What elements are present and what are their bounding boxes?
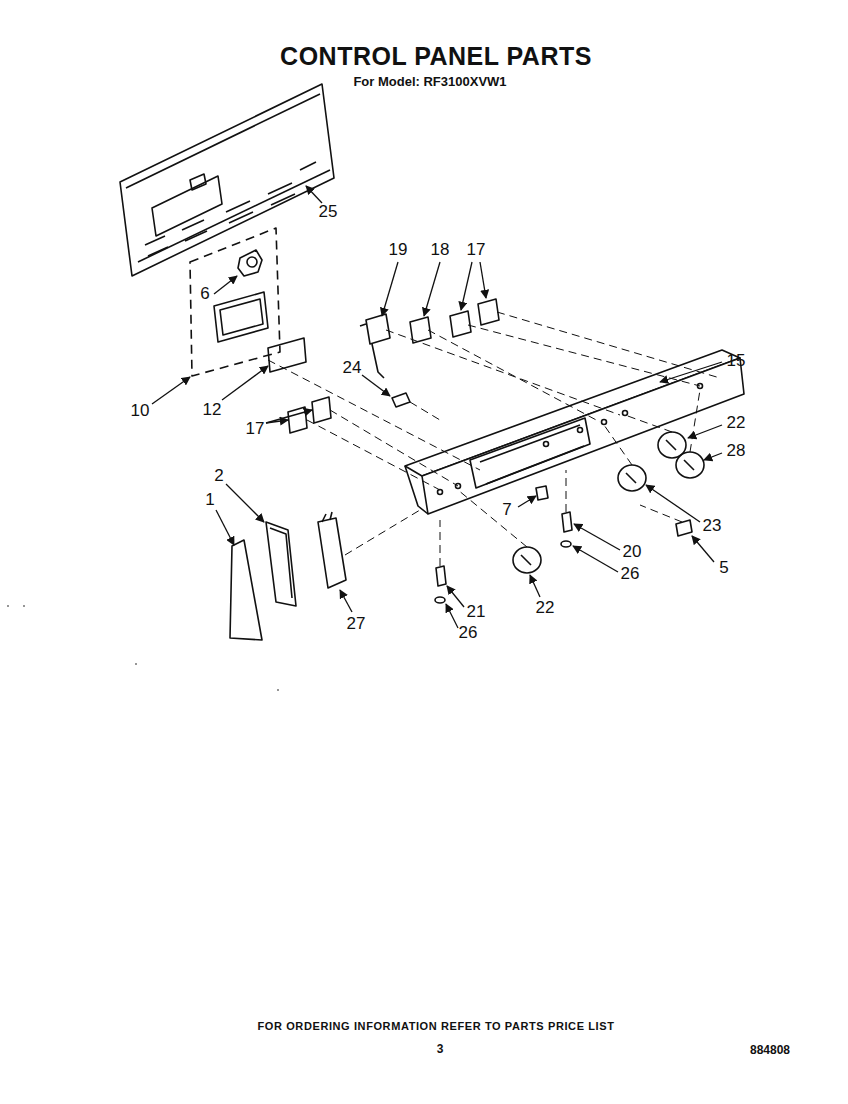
callout-number: 22 <box>536 599 555 618</box>
page-number: 3 <box>437 1043 444 1056</box>
callout-number: 28 <box>727 442 746 461</box>
callout-number: 6 <box>200 285 209 304</box>
model-number: For Model: RF3100XVW1 <box>353 75 506 89</box>
footer-note: FOR ORDERING INFORMATION REFER TO PARTS … <box>258 1020 615 1032</box>
callout-number: 21 <box>467 603 486 622</box>
callout-number: 26 <box>621 565 640 584</box>
callout-number: 26 <box>459 624 478 643</box>
callout-number: 19 <box>389 241 408 260</box>
diagram-title: CONTROL PANEL PARTS <box>280 43 592 71</box>
drawing-number: 884808 <box>750 1044 790 1057</box>
callout-number: 17 <box>467 241 486 260</box>
callout-number: 27 <box>347 615 366 634</box>
callout-number: 18 <box>431 241 450 260</box>
callout-number: 20 <box>623 543 642 562</box>
callout-number: 2 <box>214 467 223 486</box>
callout-number: 1 <box>205 491 214 510</box>
callout-number: 25 <box>319 203 338 222</box>
callout-number: 10 <box>131 402 150 421</box>
callout-number: 12 <box>203 401 222 420</box>
callout-number: 7 <box>502 501 511 520</box>
callout-number: 23 <box>703 517 722 536</box>
callout-number: 15 <box>727 352 746 371</box>
callout-number: 5 <box>719 559 728 578</box>
callout-number: 17 <box>246 420 265 439</box>
callout-number: 24 <box>343 359 362 378</box>
callout-number: 22 <box>727 414 746 433</box>
